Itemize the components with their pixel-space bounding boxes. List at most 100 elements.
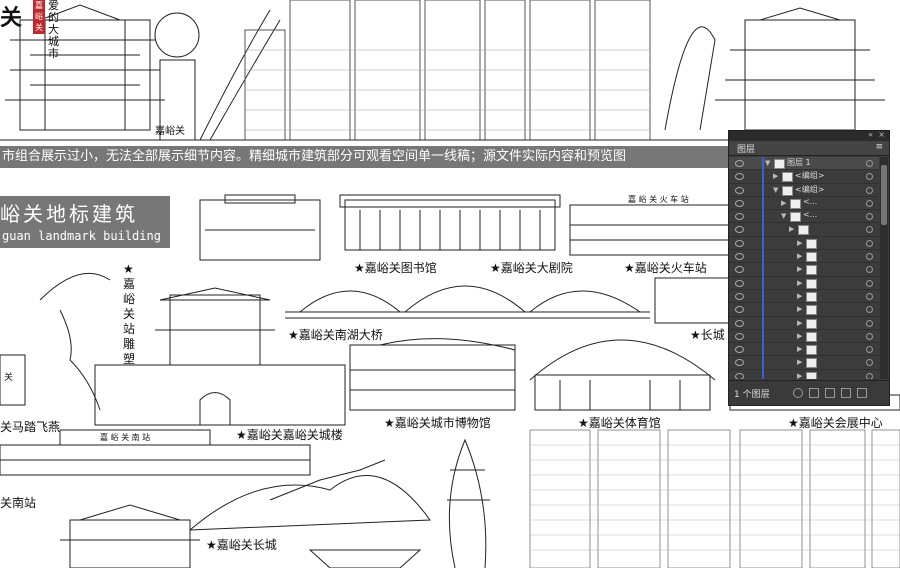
- visibility-eye-icon[interactable]: [735, 160, 744, 167]
- layer-row[interactable]: ▼ <编组>: [729, 183, 879, 197]
- visibility-eye-icon[interactable]: [735, 173, 744, 181]
- close-icon[interactable]: ×: [878, 130, 885, 139]
- layer-thumbnail: [798, 225, 809, 236]
- layer-row[interactable]: ▶ <编组>: [729, 170, 879, 184]
- expand-right-icon[interactable]: ▶: [797, 345, 803, 354]
- expand-right-icon[interactable]: ▶: [773, 172, 779, 181]
- visibility-eye-icon[interactable]: [735, 253, 744, 261]
- layer-thumbnail: [782, 172, 793, 183]
- library-art: [339, 194, 561, 251]
- layers-panel: « × 图层 ≡ ▼图层 1▶<编组>▼<编组>▶<...▼<...▶▶▶▶▶▶…: [728, 130, 890, 406]
- layer-name[interactable]: <编组>: [795, 171, 825, 181]
- layer-name[interactable]: 图层 1: [787, 158, 811, 167]
- target-circle-icon[interactable]: [866, 359, 873, 367]
- layer-row[interactable]: ▶: [729, 263, 879, 277]
- target-circle-icon[interactable]: [866, 319, 873, 327]
- expand-right-icon[interactable]: ▶: [797, 371, 803, 379]
- target-circle-icon[interactable]: [866, 279, 873, 287]
- layer-row[interactable]: ▶: [729, 316, 879, 330]
- layer-thumbnail: [774, 159, 785, 169]
- target-circle-icon[interactable]: [866, 306, 873, 314]
- expand-right-icon[interactable]: ▶: [797, 305, 803, 314]
- layer-name[interactable]: <编组>: [795, 184, 825, 194]
- layer-row[interactable]: ▶: [729, 289, 879, 304]
- visibility-eye-icon[interactable]: [735, 306, 744, 314]
- target-circle-icon[interactable]: [866, 372, 873, 379]
- visibility-eye-icon[interactable]: [735, 292, 744, 300]
- visibility-eye-icon[interactable]: [735, 279, 744, 287]
- target-circle-icon[interactable]: [866, 186, 873, 194]
- target-circle-icon[interactable]: [866, 239, 873, 247]
- visibility-eye-icon[interactable]: [735, 186, 744, 194]
- new-layer-icon[interactable]: [841, 388, 851, 398]
- label-expo-center: ★嘉峪关会展中心: [788, 416, 883, 430]
- city-title-char: 关: [0, 6, 23, 31]
- panel-menu-icon[interactable]: ≡: [875, 142, 883, 152]
- layer-row[interactable]: ▶: [729, 369, 879, 379]
- expand-down-icon[interactable]: ▼: [781, 212, 787, 221]
- visibility-eye-icon[interactable]: [735, 372, 744, 379]
- section-title-en: guan landmark building: [2, 229, 161, 243]
- target-circle-icon[interactable]: [866, 226, 873, 234]
- expand-right-icon[interactable]: ▶: [797, 252, 803, 261]
- layer-thumbnail: [806, 358, 817, 369]
- expand-right-icon[interactable]: ▶: [797, 318, 803, 327]
- visibility-eye-icon[interactable]: [735, 319, 744, 327]
- target-circle-icon[interactable]: [866, 160, 873, 167]
- visibility-eye-icon[interactable]: [735, 199, 744, 207]
- expand-right-icon[interactable]: ▶: [797, 278, 803, 287]
- visibility-eye-icon[interactable]: [735, 266, 744, 274]
- layer-row[interactable]: ▶: [729, 250, 879, 264]
- panel-scrollbar[interactable]: [880, 157, 888, 379]
- tab-layers[interactable]: 图层 ≡: [729, 141, 889, 156]
- layer-row[interactable]: ▶ <...: [729, 196, 879, 211]
- layer-row[interactable]: ▶: [729, 236, 879, 251]
- visibility-eye-icon[interactable]: [735, 359, 744, 367]
- locate-object-icon[interactable]: [793, 388, 803, 398]
- expand-right-icon[interactable]: ▶: [797, 291, 803, 300]
- visibility-eye-icon[interactable]: [735, 213, 744, 221]
- expand-right-icon[interactable]: ▶: [781, 198, 787, 207]
- target-circle-icon[interactable]: [866, 213, 873, 221]
- new-sublayer-icon[interactable]: [825, 388, 835, 398]
- target-circle-icon[interactable]: [866, 253, 873, 261]
- target-circle-icon[interactable]: [866, 173, 873, 181]
- vertical-title: 爱的 大城市: [48, 0, 59, 60]
- target-circle-icon[interactable]: [866, 292, 873, 300]
- layer-name[interactable]: <...: [803, 196, 818, 206]
- scroll-thumb[interactable]: [881, 165, 887, 225]
- expand-right-icon[interactable]: ▶: [789, 225, 795, 234]
- panel-titlebar[interactable]: « ×: [729, 130, 889, 141]
- expand-right-icon[interactable]: ▶: [797, 358, 803, 367]
- target-circle-icon[interactable]: [866, 346, 873, 354]
- expand-down-icon[interactable]: ▼: [773, 185, 779, 194]
- collapse-icon[interactable]: «: [868, 130, 873, 139]
- visibility-eye-icon[interactable]: [735, 239, 744, 247]
- delete-layer-icon[interactable]: [857, 388, 867, 398]
- visibility-eye-icon[interactable]: [735, 226, 744, 234]
- expand-right-icon[interactable]: ▶: [797, 331, 803, 340]
- visibility-eye-icon[interactable]: [735, 332, 744, 340]
- layer-row[interactable]: ▼ <...: [729, 210, 879, 224]
- target-circle-icon[interactable]: [866, 332, 873, 340]
- layer-row[interactable]: ▶: [729, 329, 879, 344]
- expand-right-icon[interactable]: ▶: [797, 238, 803, 247]
- layer-row[interactable]: ▶: [729, 223, 879, 237]
- layer-thumbnail: [806, 331, 817, 342]
- layer-name[interactable]: <...: [803, 210, 818, 220]
- pedestal-text: 关: [4, 373, 14, 383]
- make-clipping-mask-icon[interactable]: [809, 388, 819, 398]
- layer-row[interactable]: ▶: [729, 356, 879, 370]
- label-stadium: ★嘉峪关体育馆: [578, 416, 661, 430]
- visibility-eye-icon[interactable]: [735, 346, 744, 354]
- expand-down-icon[interactable]: ▼: [765, 159, 771, 167]
- target-circle-icon[interactable]: [866, 199, 873, 207]
- label-south-station: 关南站: [0, 496, 37, 510]
- layer-row[interactable]: ▶: [729, 343, 879, 357]
- layer-thumbnail: [806, 291, 817, 302]
- layer-row[interactable]: ▶: [729, 276, 879, 290]
- target-circle-icon[interactable]: [866, 266, 873, 274]
- layer-row[interactable]: ▼ 图层 1: [729, 157, 879, 171]
- expand-right-icon[interactable]: ▶: [797, 265, 803, 274]
- layer-row[interactable]: ▶: [729, 303, 879, 317]
